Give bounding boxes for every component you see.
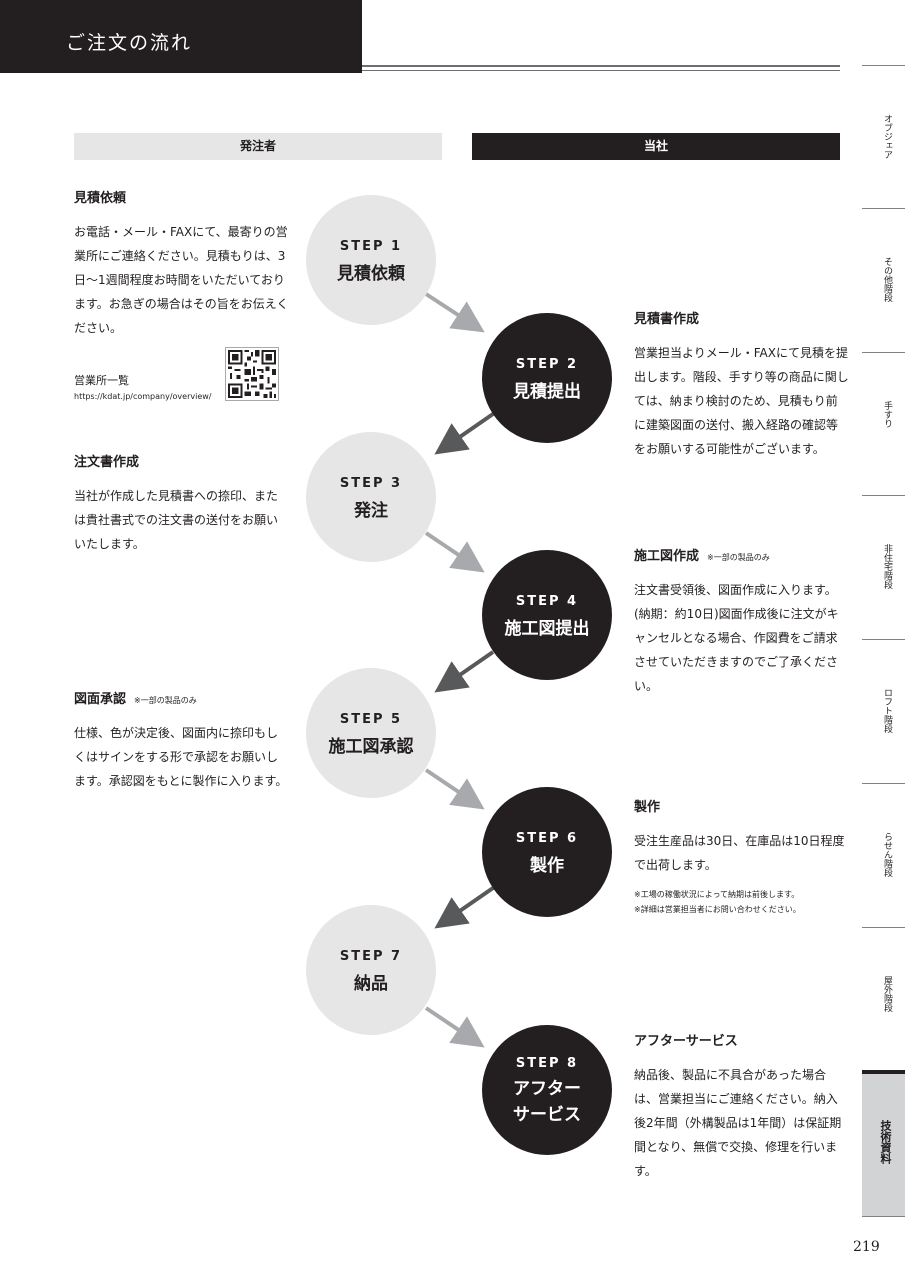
step-5-circle: STEP 5 施工図承認	[306, 668, 436, 798]
tab-label: 技術資料	[879, 1120, 892, 1164]
column-header-orderer: 発注者	[74, 133, 442, 160]
block-footnotes: ※工場の稼働状況によって納期は前後します。 ※詳細は営業担当者にお問い合わせくだ…	[634, 887, 849, 917]
arrow-step7-step8	[424, 1006, 485, 1048]
block-title: 図面承認 ※一部の製品のみ	[74, 688, 289, 707]
step-name-line1: アフター	[513, 1079, 581, 1099]
tab-spiral-stairs[interactable]: らせん階段	[862, 783, 905, 927]
step-6-circle: STEP 6 製作	[482, 787, 612, 917]
block-quote-request: 見積依頼 お電話・メール・FAXにて、最寄りの営業所にご連絡ください。見積もりは…	[74, 187, 289, 340]
step-number: STEP 1	[339, 239, 403, 254]
header-rule	[362, 65, 840, 67]
tab-label: ロフト階段	[882, 688, 892, 733]
block-after-service: アフターサービス 納品後、製品に不具合があった場合は、営業担当にご連絡ください。…	[634, 1030, 849, 1183]
step-name: 納品	[354, 974, 388, 994]
block-title-text: 図面承認	[74, 692, 127, 707]
column-header-company: 当社	[472, 133, 840, 160]
header-rule-thin	[362, 70, 840, 71]
tab-handrails[interactable]: 手すり	[862, 352, 905, 496]
step-name: 施工図承認	[328, 737, 414, 757]
tab-label: 屋外階段	[882, 976, 892, 1012]
tab-bottom-rule	[862, 1216, 905, 1217]
block-body: 納品後、製品に不具合があった場合は、営業担当にご連絡ください。納入後2年間（外構…	[634, 1068, 842, 1178]
step-name-line2: サービス	[513, 1105, 581, 1125]
step-number: STEP 5	[339, 712, 403, 727]
block-title: 注文書作成	[74, 455, 140, 470]
block-body: 営業担当よりメール・FAXにて見積を提出します。階段、手すり等の商品に関しては、…	[634, 346, 849, 456]
tab-other-stairs[interactable]: その他階段	[862, 208, 905, 352]
office-list-url[interactable]: https://kdat.jp/company/overview/	[74, 392, 212, 401]
step-number: STEP 3	[339, 476, 403, 491]
step-7-circle: STEP 7 納品	[306, 905, 436, 1035]
tab-label: 手すり	[882, 401, 892, 428]
tab-label: 非住宅階段	[882, 544, 892, 589]
step-number: STEP 7	[339, 949, 403, 964]
step-8-circle: STEP 8 アフターサービス	[482, 1025, 612, 1155]
tab-technical-data[interactable]: 技術資料	[862, 1070, 905, 1216]
block-body: 受注生産品は30日、在庫品は10日程度で出荷します。	[634, 834, 845, 872]
tab-objea[interactable]: オブジェア	[862, 65, 905, 209]
footnote: ※詳細は営業担当者にお問い合わせください。	[634, 905, 801, 914]
header-bar	[0, 0, 362, 73]
tab-non-residential-stairs[interactable]: 非住宅階段	[862, 495, 905, 639]
tab-loft-stairs[interactable]: ロフト階段	[862, 639, 905, 783]
step-name: アフターサービス	[482, 1076, 612, 1128]
step-number: STEP 8	[515, 1056, 579, 1071]
office-list-label: 営業所一覧	[74, 374, 129, 387]
step-number: STEP 4	[515, 594, 579, 609]
block-body: 当社が作成した見積書への捺印、または貴社書式での注文書の送付をお願いいたします。	[74, 489, 279, 551]
step-number: STEP 2	[515, 357, 579, 372]
step-name: 見積提出	[513, 382, 581, 402]
block-body: 注文書受領後、図面作成に入ります。(納期：約10日)図面作成後に注文がキャンセル…	[634, 583, 839, 693]
tab-label: その他階段	[882, 257, 892, 302]
block-title-text: 施工図作成	[634, 549, 700, 564]
step-4-circle: STEP 4 施工図提出	[482, 550, 612, 680]
arrow-step4-step5	[434, 650, 495, 693]
page-title: ご注文の流れ	[66, 32, 193, 54]
step-1-circle: STEP 1 見積依頼	[306, 195, 436, 325]
block-title: 製作	[634, 800, 661, 815]
step-name: 見積依頼	[337, 264, 405, 284]
block-title-note: ※一部の製品のみ	[707, 553, 770, 562]
block-order-form: 注文書作成 当社が作成した見積書への捺印、または貴社書式での注文書の送付をお願い…	[74, 451, 289, 556]
step-name: 発注	[354, 501, 388, 521]
block-title: 見積依頼	[74, 191, 127, 206]
block-body: お電話・メール・FAXにて、最寄りの営業所にご連絡ください。見積もりは、3日〜1…	[74, 225, 289, 335]
arrow-step3-step4	[424, 531, 485, 573]
arrow-step2-step3	[434, 412, 495, 455]
step-name: 施工図提出	[504, 619, 590, 639]
step-2-circle: STEP 2 見積提出	[482, 313, 612, 443]
step-name: 製作	[530, 856, 564, 876]
block-title: 施工図作成 ※一部の製品のみ	[634, 545, 849, 564]
block-title: アフターサービス	[634, 1034, 738, 1049]
block-drawing-creation: 施工図作成 ※一部の製品のみ 注文書受領後、図面作成に入ります。(納期：約10日)…	[634, 545, 849, 698]
block-title: 見積書作成	[634, 312, 700, 327]
step-number: STEP 6	[515, 831, 579, 846]
tab-label: らせん階段	[882, 832, 892, 877]
footnote: ※工場の稼働状況によって納期は前後します。	[634, 890, 800, 899]
block-body: 仕様、色が決定後、図面内に捺印もしくはサインをする形で承認をお願いします。承認図…	[74, 726, 288, 788]
block-drawing-approval: 図面承認 ※一部の製品のみ 仕様、色が決定後、図面内に捺印もしくはサインをする形で…	[74, 688, 289, 793]
arrow-step6-step7	[434, 886, 495, 929]
qr-code-icon	[225, 347, 279, 401]
arrow-step1-step2	[424, 292, 485, 333]
page-number: 219	[853, 1239, 880, 1255]
block-quote-creation: 見積書作成 営業担当よりメール・FAXにて見積を提出します。階段、手すり等の商品…	[634, 308, 849, 461]
block-title-note: ※一部の製品のみ	[134, 696, 197, 705]
tab-label: オブジェア	[882, 114, 892, 159]
arrow-step5-step6	[424, 768, 485, 810]
block-manufacturing: 製作 受注生産品は30日、在庫品は10日程度で出荷します。 ※工場の稼働状況によ…	[634, 796, 849, 917]
tab-outdoor-stairs[interactable]: 屋外階段	[862, 927, 905, 1071]
step-3-circle: STEP 3 発注	[306, 432, 436, 562]
